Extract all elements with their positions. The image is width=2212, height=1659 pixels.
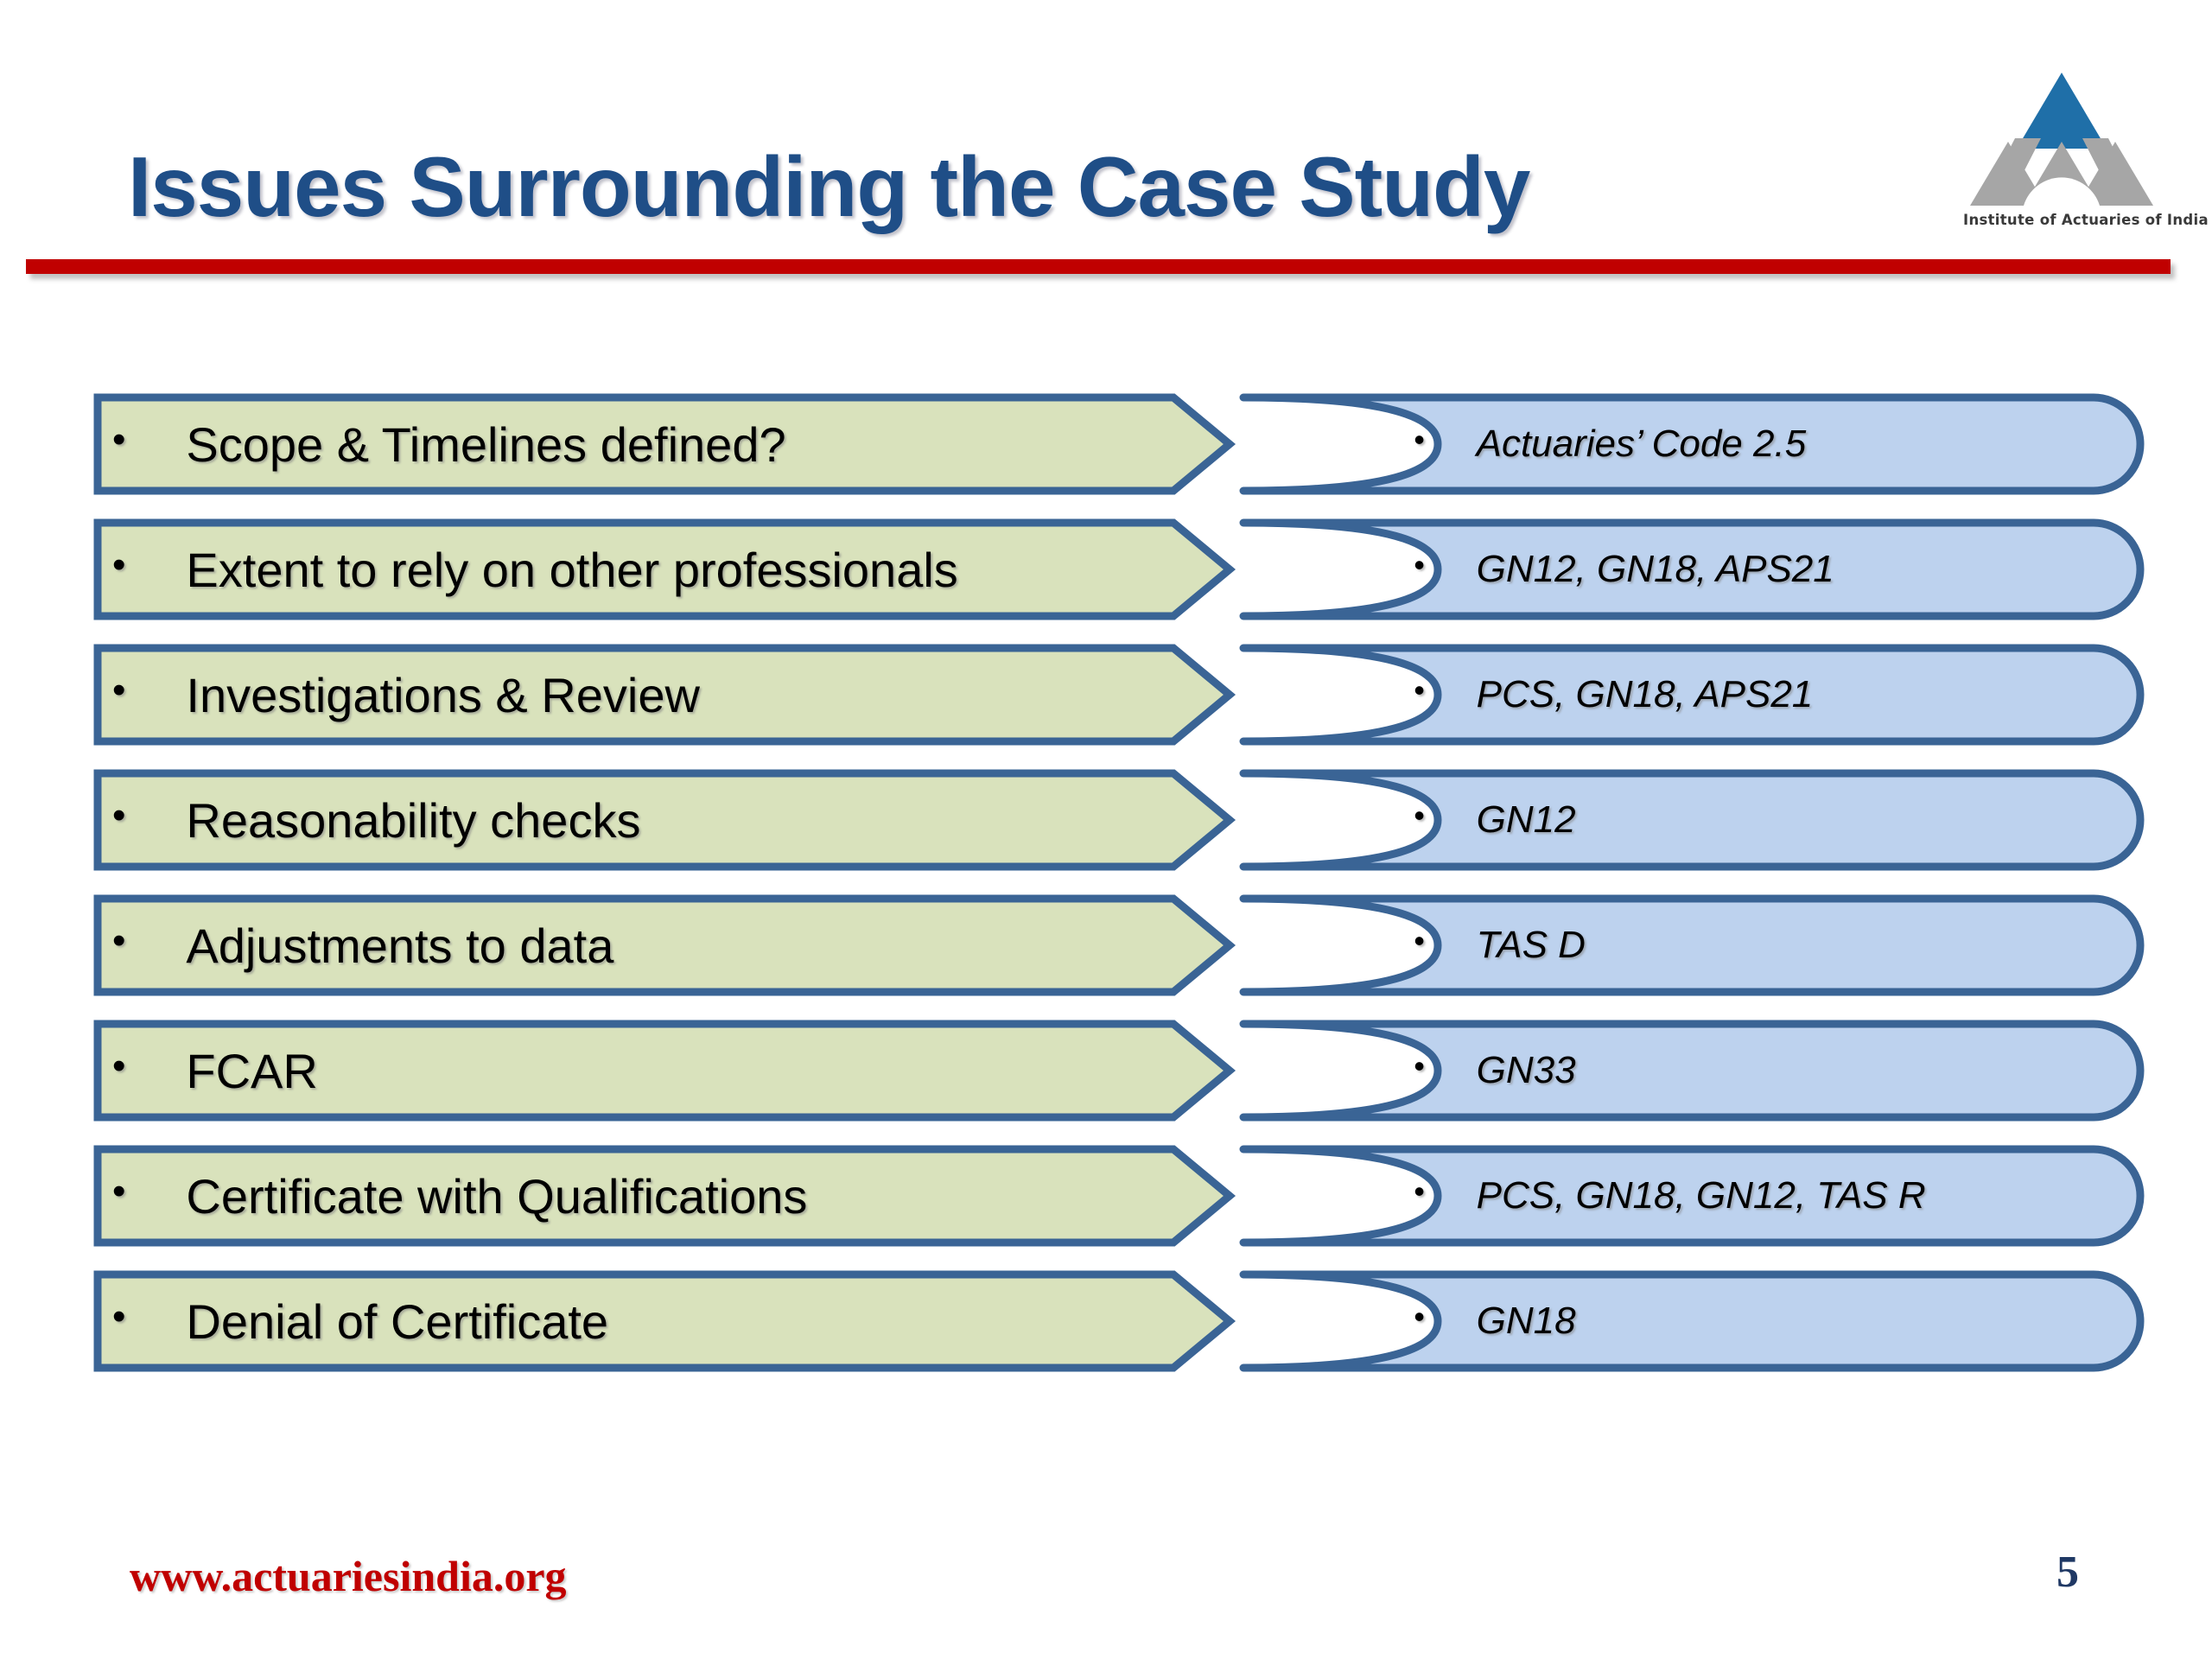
issue-arrow-shape[interactable]	[93, 894, 1236, 996]
standard-text-group: • GN33	[1414, 1020, 1576, 1122]
standard-text-group: • PCS, GN18, GN12, TAS R	[1414, 1145, 1926, 1247]
standard-pill-shape[interactable]	[1239, 1270, 2145, 1372]
issue-row: • FCAR • GN33	[0, 1020, 2212, 1145]
notched-pill-icon	[1239, 393, 2145, 495]
bullet-icon: •	[1414, 1173, 1425, 1209]
institute-logo: Institute of Actuaries of India	[1963, 59, 2209, 240]
standard-pill-shape[interactable]	[1239, 393, 2145, 495]
standard-text-group: • GN18	[1414, 1270, 1576, 1372]
bullet-icon: •	[1414, 923, 1425, 958]
footer-website-link[interactable]: www.actuariesindia.org	[130, 1552, 567, 1600]
standard-pill-shape[interactable]	[1239, 644, 2145, 746]
bullet-icon: •	[112, 1045, 126, 1087]
issue-row: • Certificate with Qualifications • PCS, GN…	[0, 1145, 2212, 1270]
issue-row: • Scope & Timelines defined? • Actuaries’ C…	[0, 393, 2212, 518]
issue-arrow-shape[interactable]	[93, 644, 1236, 746]
arrow-pentagon-icon	[93, 1145, 1236, 1247]
standard-text-group: • GN12, GN18, APS21	[1414, 518, 1834, 620]
issue-text-group: • Reasonability checks	[112, 769, 640, 871]
issue-row: • Investigations & Review • PCS, GN18, APS2…	[0, 644, 2212, 769]
issue-arrow-shape[interactable]	[93, 518, 1236, 620]
standard-label: GN12	[1476, 798, 1576, 841]
bullet-icon: •	[112, 418, 126, 461]
bullet-icon: •	[112, 794, 126, 836]
notched-pill-icon	[1239, 644, 2145, 746]
standard-text-group: • Actuaries’ Code 2.5	[1414, 393, 1806, 495]
issue-label: FCAR	[186, 1043, 318, 1098]
issue-arrow-shape[interactable]	[93, 393, 1236, 495]
bullet-icon: •	[1414, 798, 1425, 833]
bullet-icon: •	[112, 919, 126, 962]
issue-text-group: • Extent to rely on other professionals	[112, 518, 958, 620]
bullet-icon: •	[112, 1170, 126, 1212]
notched-pill-icon	[1239, 1020, 2145, 1122]
notched-pill-icon	[1239, 1145, 2145, 1247]
notched-pill-icon	[1239, 518, 2145, 620]
arrow-pentagon-icon	[93, 1020, 1236, 1122]
logo-mark-icon	[1970, 73, 2153, 206]
issue-row: • Adjustments to data • TAS D	[0, 894, 2212, 1020]
page-title: Issues Surrounding the Case Study	[128, 139, 1530, 234]
issue-arrow-shape[interactable]	[93, 1270, 1236, 1372]
issue-label: Adjustments to data	[186, 918, 614, 973]
standard-pill-shape[interactable]	[1239, 1145, 2145, 1247]
bullet-icon: •	[1414, 422, 1425, 457]
bullet-icon: •	[1414, 1048, 1425, 1084]
issues-standards-list: • Scope & Timelines defined? • Actuaries’ C…	[0, 393, 2212, 1395]
issue-text-group: • Denial of Certificate	[112, 1270, 608, 1372]
issue-arrow-shape[interactable]	[93, 1020, 1236, 1122]
arrow-pentagon-icon	[93, 1270, 1236, 1372]
standard-label: GN33	[1476, 1049, 1576, 1091]
bullet-icon: •	[112, 1295, 126, 1338]
issue-arrow-shape[interactable]	[93, 1145, 1236, 1247]
notched-pill-icon	[1239, 1270, 2145, 1372]
arrow-pentagon-icon	[93, 894, 1236, 996]
standard-pill-shape[interactable]	[1239, 518, 2145, 620]
standard-text-group: • GN12	[1414, 769, 1576, 871]
page-number: 5	[2056, 1548, 2079, 1597]
issue-row: • Denial of Certificate • GN18	[0, 1270, 2212, 1395]
issue-label: Extent to rely on other professionals	[186, 542, 958, 597]
standard-text-group: • TAS D	[1414, 894, 1586, 996]
bullet-icon: •	[112, 543, 126, 586]
issue-label: Investigations & Review	[186, 667, 700, 722]
notched-pill-icon	[1239, 894, 2145, 996]
bullet-icon: •	[1414, 547, 1425, 582]
issue-row: • Extent to rely on other professionals • G…	[0, 518, 2212, 644]
issue-label: Scope & Timelines defined?	[186, 416, 786, 472]
bullet-icon: •	[1414, 1299, 1425, 1334]
standard-label: GN12, GN18, APS21	[1476, 548, 1834, 590]
title-divider-rule	[26, 259, 2171, 274]
arrow-pentagon-icon	[93, 769, 1236, 871]
standard-pill-shape[interactable]	[1239, 1020, 2145, 1122]
issue-arrow-shape[interactable]	[93, 769, 1236, 871]
arrow-pentagon-icon	[93, 393, 1236, 495]
issue-text-group: • Certificate with Qualifications	[112, 1145, 807, 1247]
standard-label: PCS, GN18, GN12, TAS R	[1476, 1174, 1926, 1217]
standard-label: TAS D	[1476, 924, 1586, 966]
standard-pill-shape[interactable]	[1239, 894, 2145, 996]
issue-label: Denial of Certificate	[186, 1294, 609, 1349]
bullet-icon: •	[1414, 672, 1425, 708]
issue-label: Certificate with Qualifications	[186, 1168, 808, 1224]
standard-pill-shape[interactable]	[1239, 769, 2145, 871]
standard-label: GN18	[1476, 1300, 1576, 1342]
standard-label: Actuaries’ Code 2.5	[1476, 423, 1807, 465]
bullet-icon: •	[112, 669, 126, 711]
arrow-pentagon-icon	[93, 518, 1236, 620]
notched-pill-icon	[1239, 769, 2145, 871]
issue-text-group: • Adjustments to data	[112, 894, 613, 996]
issue-text-group: • Scope & Timelines defined?	[112, 393, 786, 495]
issue-text-group: • Investigations & Review	[112, 644, 700, 746]
arrow-pentagon-icon	[93, 644, 1236, 746]
issue-row: • Reasonability checks • GN12	[0, 769, 2212, 894]
standard-label: PCS, GN18, APS21	[1476, 673, 1814, 715]
issue-label: Reasonability checks	[186, 792, 641, 848]
logo-caption: Institute of Actuaries of India	[1963, 212, 2209, 228]
standard-text-group: • PCS, GN18, APS21	[1414, 644, 1813, 746]
issue-text-group: • FCAR	[112, 1020, 318, 1122]
